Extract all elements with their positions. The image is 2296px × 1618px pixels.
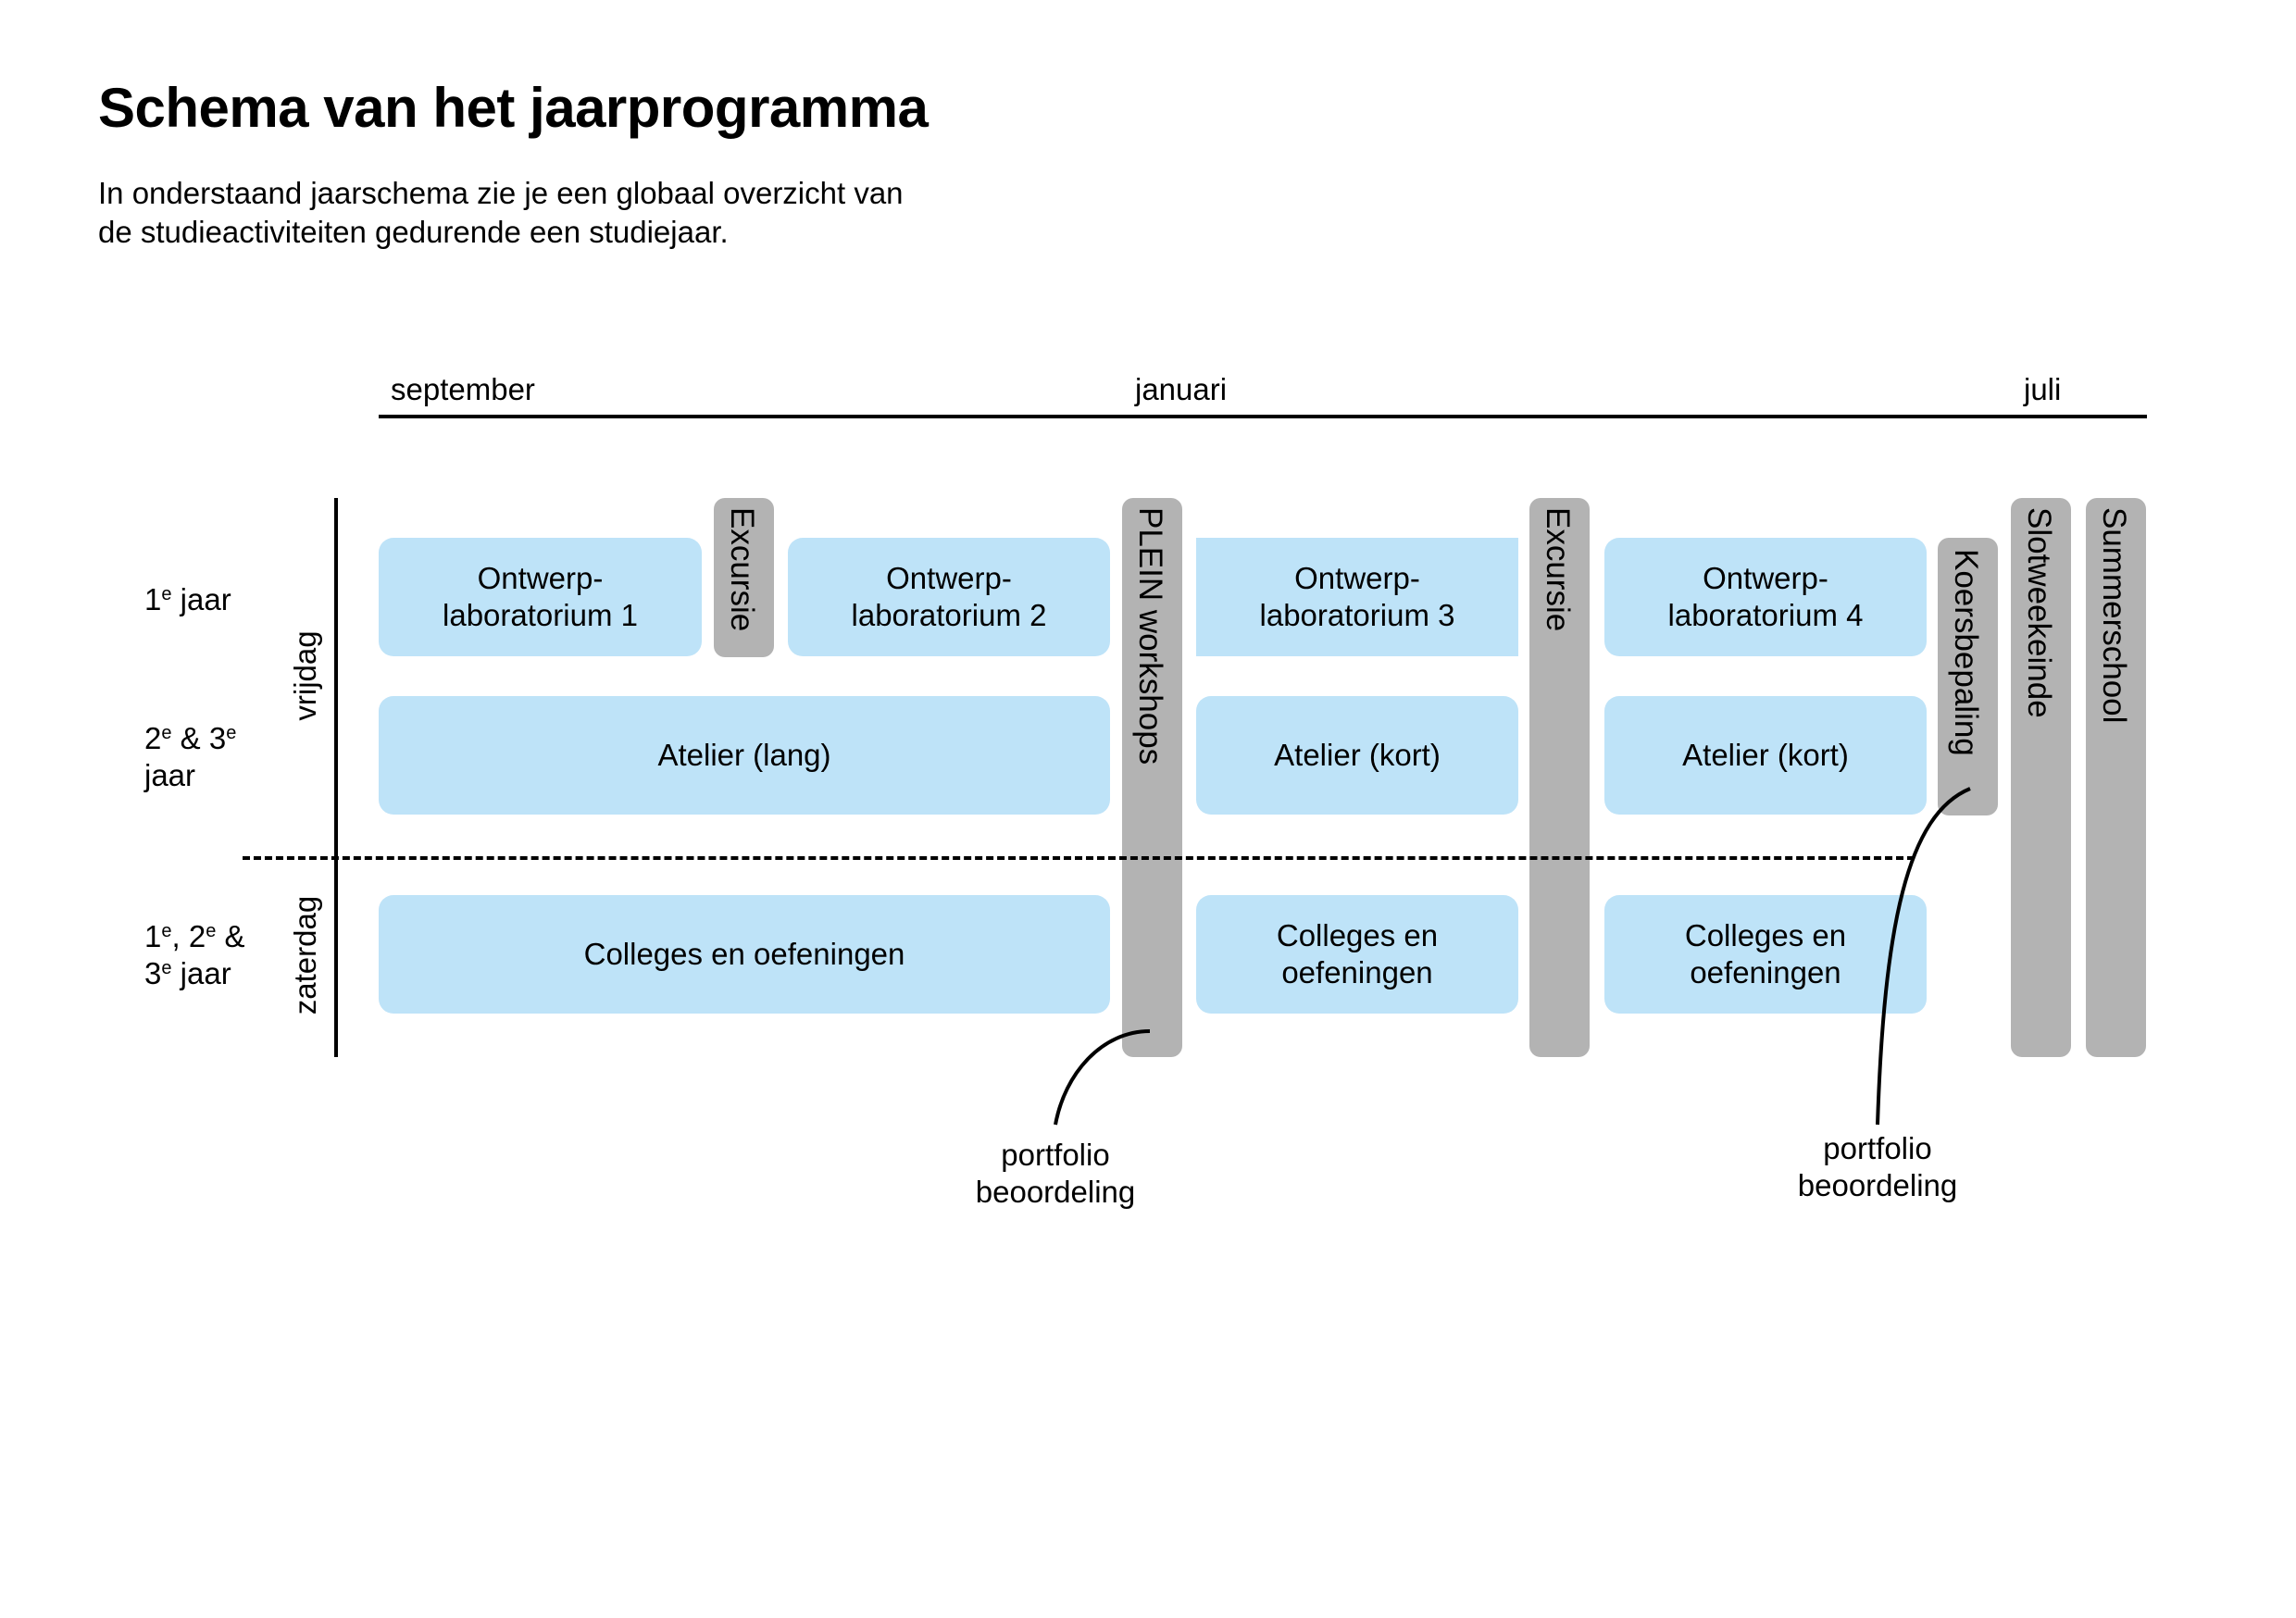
timeline-axis bbox=[379, 415, 2147, 418]
page-title: Schema van het jaarprogramma bbox=[98, 77, 929, 139]
bar-summerschool: Summerschool bbox=[2086, 498, 2146, 1057]
bar-slotweekeinde-label: Slotweekeinde bbox=[2021, 507, 2057, 718]
block-ontwerplab-3: Ontwerp-laboratorium 3 bbox=[1196, 538, 1518, 656]
bar-excursie-1-label: Excursie bbox=[724, 507, 760, 632]
bar-excursie-1: Excursie bbox=[714, 498, 774, 657]
row-label-year-2-3: 2e & 3e jaar bbox=[144, 721, 237, 792]
connector-portfolio-2 bbox=[1876, 787, 1971, 1126]
connector-portfolio-1 bbox=[1054, 1029, 1151, 1126]
bar-plein-workshops: PLEIN workshops bbox=[1122, 498, 1182, 1057]
block-ontwerplab-1: Ontwerp-laboratorium 1 bbox=[379, 538, 702, 656]
block-ontwerplab-2: Ontwerp-laboratorium 2 bbox=[788, 538, 1110, 656]
row-label-year-1: 1e jaar bbox=[144, 582, 231, 616]
day-divider-line bbox=[334, 498, 338, 1057]
bar-koersbepaling: Koersbepaling bbox=[1938, 538, 1998, 815]
block-ontwerplab-4: Ontwerp-laboratorium 4 bbox=[1604, 538, 1927, 656]
bar-excursie-2: Excursie bbox=[1529, 498, 1590, 1057]
intro-line-2: de studieactiviteiten gedurende een stud… bbox=[98, 215, 729, 249]
bar-slotweekeinde: Slotweekeinde bbox=[2011, 498, 2071, 1057]
bar-summerschool-label: Summerschool bbox=[2096, 507, 2132, 724]
intro-text: In onderstaand jaarschema zie je een glo… bbox=[98, 174, 987, 252]
bar-koersbepaling-label: Koersbepaling bbox=[1948, 549, 1984, 756]
block-colleges-1: Colleges en oefeningen bbox=[379, 895, 1110, 1014]
block-atelier-kort-1: Atelier (kort) bbox=[1196, 696, 1518, 815]
month-juli: juli bbox=[2024, 372, 2062, 406]
block-atelier-kort-2: Atelier (kort) bbox=[1604, 696, 1927, 815]
intro-line-1: In onderstaand jaarschema zie je een glo… bbox=[98, 176, 904, 210]
bar-excursie-2-label: Excursie bbox=[1540, 507, 1576, 632]
weekday-separator-line bbox=[243, 856, 1915, 860]
row-label-all-years: 1e, 2e & 3e jaar bbox=[144, 919, 245, 990]
month-januari: januari bbox=[1135, 372, 1228, 406]
month-september: september bbox=[391, 372, 535, 406]
annotation-portfolio-1: portfolio beoordeling bbox=[975, 1138, 1136, 1209]
bar-plein-workshops-label: PLEIN workshops bbox=[1132, 507, 1168, 765]
block-atelier-lang: Atelier (lang) bbox=[379, 696, 1110, 815]
annotation-portfolio-2: portfolio beoordeling bbox=[1797, 1131, 1958, 1202]
